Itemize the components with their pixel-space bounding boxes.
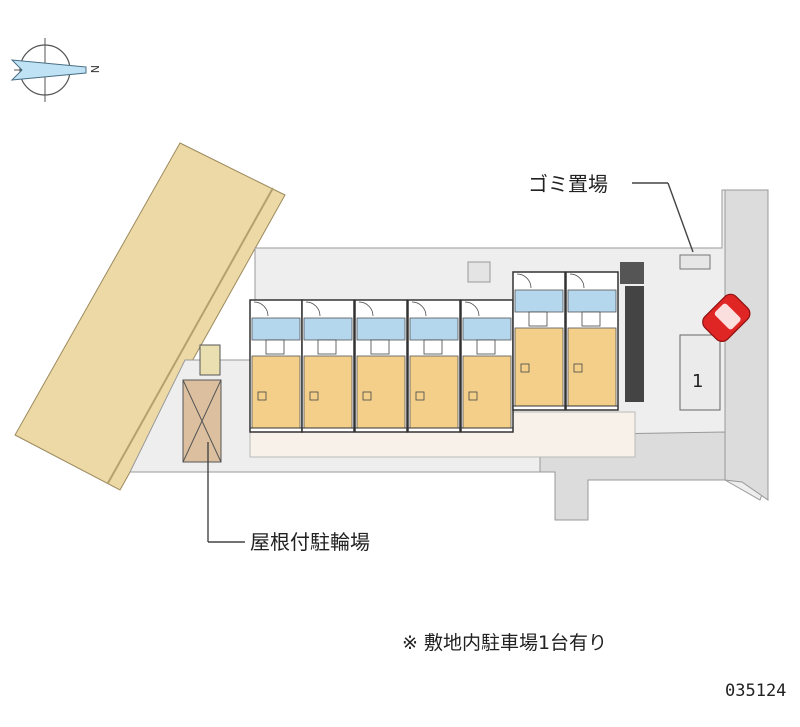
entry-strip [467,261,491,283]
window-mark [573,363,583,373]
kitchen [265,339,285,355]
car-icon [702,293,751,343]
kitchen [423,339,443,355]
living-room [567,327,617,407]
property-code: 035124 [725,681,786,701]
wet-area [567,289,617,313]
compass-icon: N [10,38,101,102]
wet-area [356,317,406,341]
parking-space [679,334,721,411]
door-swing [358,301,374,317]
wet-area [462,317,512,341]
window-mark [520,363,530,373]
garbage-label: ゴミ置場 [528,172,608,196]
door-swing [411,301,427,317]
door-swing [569,273,585,289]
apartment-building [249,271,619,433]
living-room [514,327,564,407]
wet-area [251,317,301,341]
road [14,142,286,491]
parking-space-number: 1 [692,371,703,392]
corridor-tiles [625,286,644,402]
door-swing [464,301,480,317]
window-mark [468,391,478,401]
wet-area [303,317,353,341]
driveway [724,189,769,501]
wet-area [514,289,564,313]
parking-note: ※ 敷地内駐車場1台有り [402,632,607,654]
door-swing [305,301,321,317]
wet-area [409,317,459,341]
window-mark [415,391,425,401]
garbage-area [679,254,711,270]
kitchen [528,311,548,327]
north-label: N [88,65,101,73]
kitchen [581,311,601,327]
window-mark [257,391,267,401]
door-swing [253,301,269,317]
door-swing [516,273,532,289]
bicycle-shed-label: 屋根付駐輪場 [250,530,370,554]
window-mark [362,391,372,401]
kitchen [317,339,337,355]
window-mark [309,391,319,401]
kitchen [370,339,390,355]
bicycle-rack [199,344,221,376]
kitchen [476,339,496,355]
stair-tiles [620,262,644,284]
